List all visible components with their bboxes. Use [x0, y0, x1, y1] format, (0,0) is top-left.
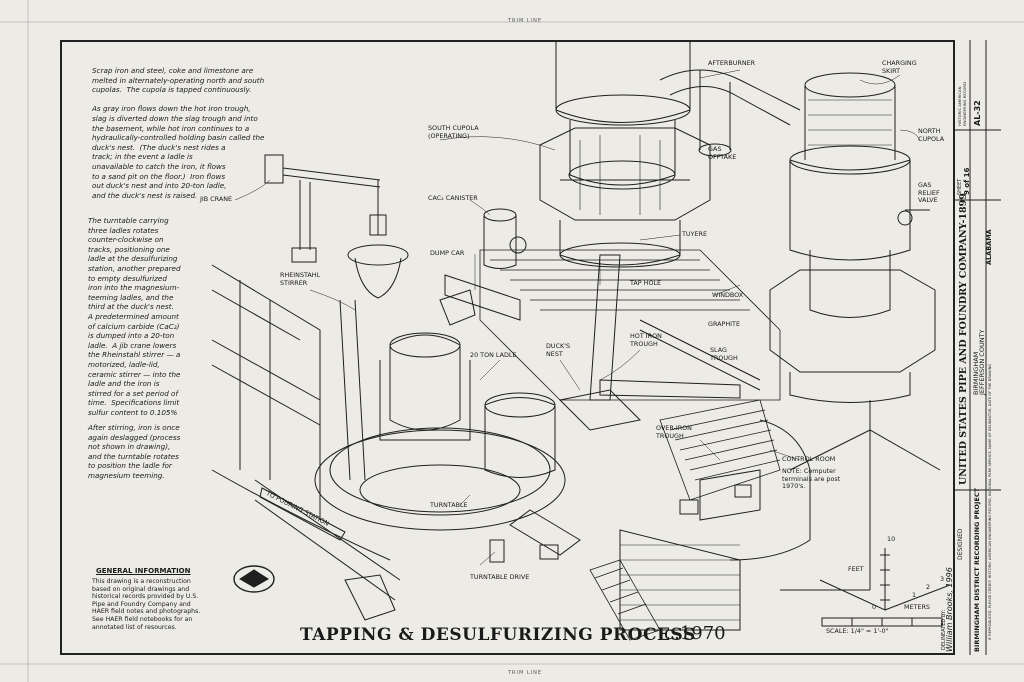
drawing-date: c.1970 [664, 623, 726, 644]
stirring-paragraph: After stirring, iron is once again desla… [88, 423, 181, 480]
label-turntable-drive: TURNTABLE DRIVE [470, 573, 530, 581]
fine-print: IF REPRODUCED, PLEASE CREDIT: HISTORIC A… [988, 363, 992, 640]
sheet-number: 9 of 16 [963, 167, 971, 195]
cac2-canister [439, 208, 527, 326]
scale-graphic [819, 548, 951, 627]
label-hot-iron-trough: HOT IRON TROUGH [630, 332, 662, 348]
south-cupola [539, 42, 711, 268]
label-feet: FEET [848, 565, 864, 573]
general-information-text: This drawing is a reconstruction based o… [92, 578, 201, 631]
label-control-room: CONTROL ROOM [782, 455, 836, 463]
designed-label: DESIGNED [957, 528, 964, 560]
north-cupola [769, 72, 936, 403]
label-graphite: GRAPHITE [708, 320, 740, 328]
jib-crane [264, 154, 409, 299]
trim-line-top: TRIM LINE [508, 18, 543, 24]
scale-tick-feet-10: 10 [887, 535, 896, 543]
general-information-heading: GENERAL INFORMATION [96, 567, 191, 575]
recording-project: BIRMINGHAM DISTRICT RECORDING PROJECT [973, 487, 981, 652]
label-turntable: TURNTABLE [430, 501, 468, 509]
record-number: AL-32 [973, 100, 982, 126]
label-gas-relief-valve: GAS RELIEF VALVE [918, 181, 940, 205]
drawing-title: TAPPING & DESULFURIZING PROCESS [300, 625, 696, 645]
label-over-iron-trough: OVER-IRON TROUGH [656, 424, 692, 440]
stairs [589, 399, 781, 641]
label-cac2-canister: CaC₂ CANISTER [428, 194, 478, 202]
structure-left [211, 264, 401, 621]
label-20-ton-ladle: 20 TON LADLE [470, 351, 517, 359]
record-label: HISTORIC AMERICAN ENGINEERING RECORD [957, 82, 967, 126]
scale-tick-m1: 1 [912, 591, 917, 599]
label-meters: METERS [904, 603, 930, 611]
trim-line-bottom: TRIM LINE [508, 670, 543, 676]
intro-paragraph: Scrap iron and steel, coke and limestone… [92, 66, 265, 200]
afterburner-duct [659, 69, 801, 157]
delineator-name: William Brooks, 1996 [945, 567, 954, 652]
leader-lines [234, 69, 921, 566]
label-ducks-nest: DUCK'S NEST [546, 342, 571, 358]
label-rheinstahl-stirrer: RHEINSTAHL STIRRER [280, 271, 321, 287]
label-tap-hole: TAP HOLE [630, 279, 662, 287]
label-jib-crane: JIB CRANE [200, 195, 233, 203]
pouring-station-arrow [259, 487, 346, 541]
label-gas-offtake: GAS OFFTAKE [708, 145, 737, 161]
label-dump-car: DUMP CAR [430, 249, 465, 257]
location-county: JEFFERSON COUNTY [978, 329, 986, 395]
turntable [314, 332, 581, 563]
label-south-cupola: SOUTH CUPOLA (OPERATING) [428, 124, 479, 140]
location-state: ALABAMA [985, 229, 993, 265]
company-name: UNITED STATES PIPE AND FOUNDRY COMPANY-1… [958, 193, 969, 485]
scale-tick-zero: 0 [872, 603, 877, 611]
turntable-paragraph: The turntable carrying three ladles rota… [88, 216, 181, 417]
label-afterburner: AFTERBURNER [708, 59, 756, 67]
haer-logo-icon [233, 565, 275, 593]
label-computer-note: NOTE: Computer terminals are post 1970's… [782, 467, 841, 491]
titleblock-dividers [955, 40, 1001, 655]
label-charging-skirt: CHARGING SKIRT [882, 59, 917, 75]
label-windbox: WINDBOX [712, 291, 744, 299]
label-scale: SCALE: 1/4" = 1'-0" [826, 627, 889, 635]
label-north-cupola: NORTH CUPOLA [918, 127, 945, 143]
scale-tick-m3: 3 [940, 575, 945, 583]
brick-base [620, 544, 740, 621]
scale-tick-m2: 2 [926, 583, 931, 591]
drawing-border [60, 40, 955, 655]
troughs [558, 254, 761, 431]
label-slag-trough: SLAG TROUGH [710, 346, 738, 362]
label-tuyere: TUYERE [682, 230, 708, 238]
control-room [619, 400, 941, 631]
platform [479, 249, 781, 401]
